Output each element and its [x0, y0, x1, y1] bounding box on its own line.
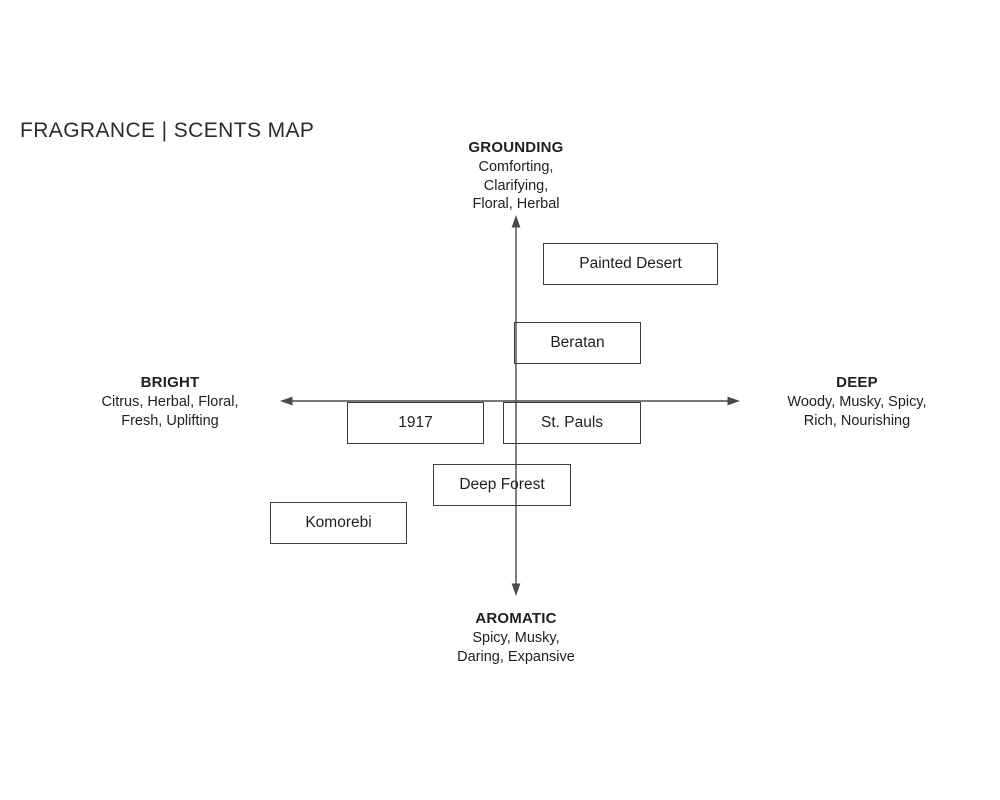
- arrowhead-right-icon: [727, 396, 740, 406]
- axis-label-bright: BRIGHT Citrus, Herbal, Floral, Fresh, Up…: [60, 374, 280, 430]
- axis-label-deep: DEEP Woody, Musky, Spicy, Rich, Nourishi…: [747, 374, 967, 430]
- axis-traits-bright: Citrus, Herbal, Floral, Fresh, Uplifting: [101, 394, 239, 429]
- scent-box-beratan: Beratan: [514, 322, 641, 364]
- axis-traits-grounding: Comforting, Clarifying, Floral, Herbal: [472, 159, 560, 212]
- axis-name-grounding: GROUNDING: [468, 139, 564, 156]
- scent-label: St. Pauls: [540, 414, 604, 431]
- page-title: FRAGRANCE | SCENTS MAP: [20, 119, 315, 142]
- axis-name-bright: BRIGHT: [140, 374, 200, 391]
- scent-box-painted-desert: Painted Desert: [543, 243, 718, 285]
- scent-box-1917: 1917: [347, 402, 484, 444]
- axis-name-aromatic: AROMATIC: [475, 610, 557, 627]
- scent-box-deep-forest: Deep Forest: [433, 464, 571, 506]
- axis-traits-aromatic: Spicy, Musky, Daring, Expansive: [457, 630, 575, 665]
- scent-box-komorebi: Komorebi: [270, 502, 407, 544]
- scent-box-st-pauls: St. Pauls: [503, 402, 641, 444]
- scent-label: Komorebi: [305, 514, 372, 531]
- axis-name-deep: DEEP: [836, 374, 878, 391]
- arrowhead-left-icon: [280, 396, 293, 406]
- axis-traits-deep: Woody, Musky, Spicy, Rich, Nourishing: [787, 394, 927, 429]
- scent-label: Painted Desert: [579, 255, 682, 272]
- axis-label-grounding: GROUNDING Comforting, Clarifying, Floral…: [416, 139, 616, 214]
- scent-label: Beratan: [550, 334, 605, 351]
- arrowhead-down-icon: [511, 583, 521, 596]
- arrowhead-up-icon: [511, 215, 521, 228]
- scent-label: 1917: [398, 414, 433, 431]
- scent-label: Deep Forest: [459, 476, 545, 493]
- axis-label-aromatic: AROMATIC Spicy, Musky, Daring, Expansive: [416, 610, 616, 666]
